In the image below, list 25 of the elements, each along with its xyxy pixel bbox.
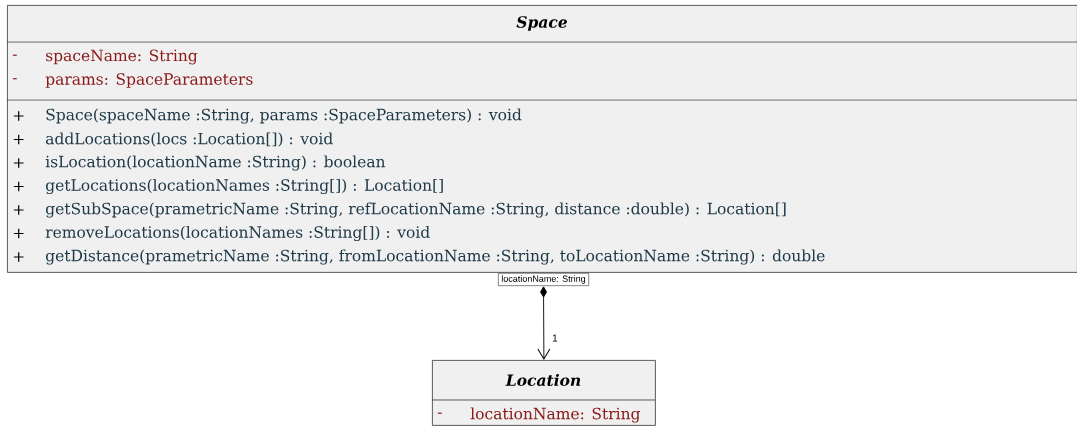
member-text: getDistance(prametricName :String, fromLocationName :String, toLocationName :String) : double [46, 249, 825, 265]
visibility-marker: + [13, 252, 24, 262]
visibility-marker: + [13, 111, 24, 121]
visibility-marker: + [13, 181, 24, 192]
member-text: getSubSpace(prametricName :String, refLocationName :String, distance :double) : Location[] [46, 202, 786, 218]
class-name: Space [516, 16, 567, 31]
composition-arrow [537, 286, 551, 360]
member-text: removeLocations(locationNames :String[]) : void [45, 225, 430, 242]
member-text: spaceName: String [46, 49, 198, 65]
visibility-marker: - [12, 78, 17, 80]
member-text: isLocation(locationName :String) : boolean [45, 155, 386, 171]
visibility-marker: - [12, 54, 17, 56]
visibility-marker: + [13, 134, 24, 145]
qualifier-box: locationName: String [498, 273, 589, 286]
class-name: Location [505, 374, 581, 386]
member-text: Space(spaceName :String, params :SpaceParameters) : void [46, 108, 522, 124]
member-text: locationName: String [470, 407, 641, 423]
member-text: params: SpaceParameters [45, 73, 253, 88]
member-text: addLocations(locs :Location[]) : void [46, 132, 333, 147]
visibility-marker: + [13, 228, 24, 239]
member-text: getLocations(locationNames :String[]) : Location[] [46, 178, 443, 195]
visibility-marker: + [13, 205, 24, 215]
multiplicity-label: 1 [551, 333, 559, 343]
visibility-marker: + [13, 158, 24, 168]
visibility-marker: - [437, 412, 442, 414]
